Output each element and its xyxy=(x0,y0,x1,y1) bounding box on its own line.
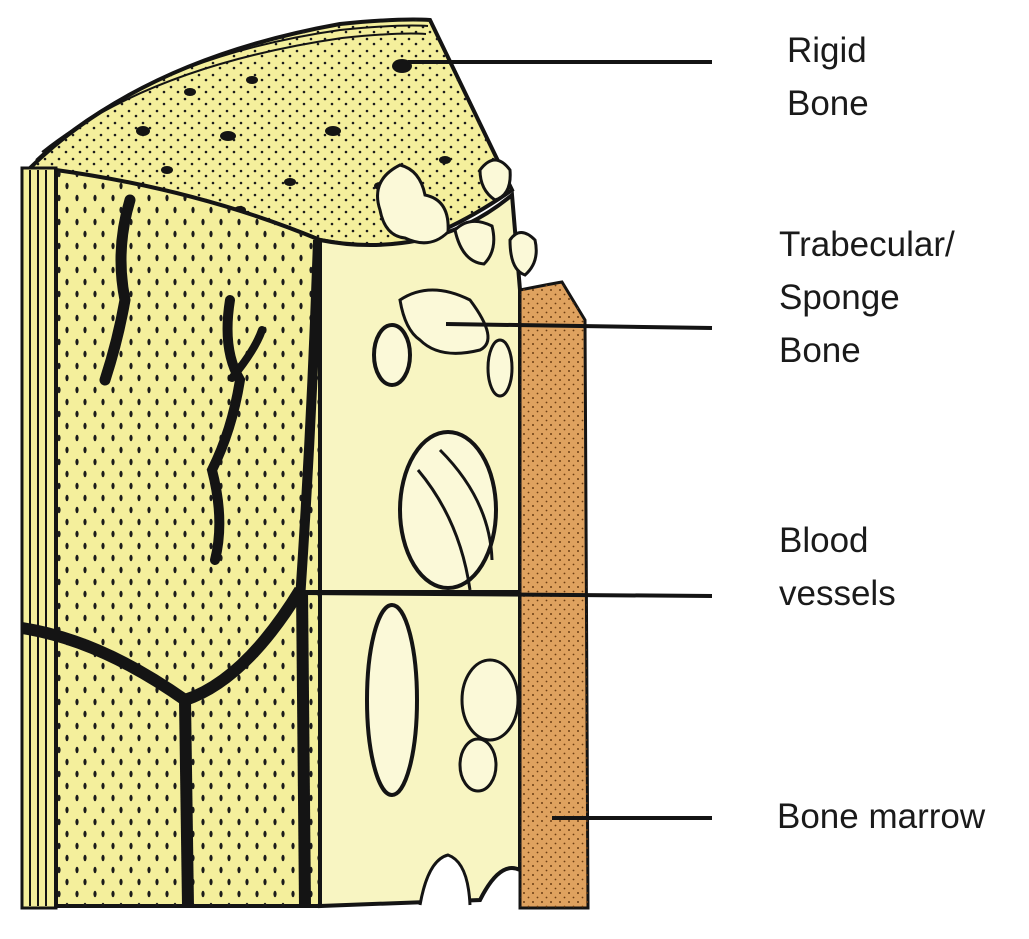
trabecular-bone xyxy=(300,160,536,906)
label-trabecular-bone: Trabecular/ Sponge Bone xyxy=(779,218,955,377)
compact-bone-panel xyxy=(22,170,320,906)
label-blood-vessels: Blood vessels xyxy=(779,514,896,620)
outer-lamellae xyxy=(22,168,56,908)
label-bone-marrow: Bone marrow xyxy=(777,790,985,843)
label-rigid-bone: Rigid Bone xyxy=(787,24,869,130)
